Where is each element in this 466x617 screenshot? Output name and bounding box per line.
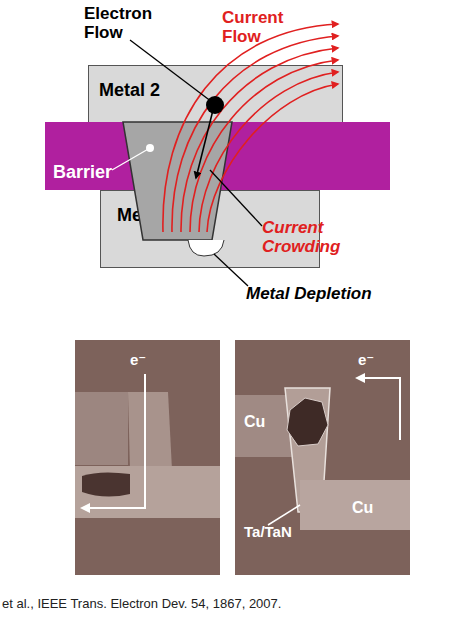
- sem-left-background: [75, 340, 220, 575]
- leader-line: [130, 40, 212, 102]
- annotation-label: e⁻: [130, 350, 160, 369]
- void-right: [287, 398, 328, 446]
- sem-right-background: [235, 340, 410, 575]
- void-left: [82, 472, 130, 496]
- lower-cu: [300, 480, 410, 530]
- node-label: Metal 2: [99, 80, 160, 100]
- annotation-label: Current Flow: [222, 8, 302, 46]
- citation-caption: et al., IEEE Trans. Electron Dev. 54, 18…: [2, 596, 281, 611]
- metal-void: [188, 240, 224, 256]
- leader-dot: [146, 144, 154, 152]
- current-arrows: [163, 24, 338, 232]
- electron-dot: [206, 96, 224, 114]
- electron-arrow: [196, 106, 214, 178]
- current-arrow: [172, 36, 338, 232]
- leader-line: [210, 170, 262, 226]
- annotation-label: Current Crowding: [262, 218, 362, 256]
- current-arrow: [199, 72, 338, 232]
- annotation-label: Metal Depletion: [246, 284, 416, 303]
- annotation-label: Cu: [352, 498, 392, 517]
- annotation-label: Ta/TaN: [244, 522, 314, 541]
- current-arrow: [163, 24, 338, 232]
- leader-line: [268, 505, 300, 525]
- leader-line: [214, 254, 248, 286]
- current-arrow: [190, 60, 338, 232]
- annotation-label: e⁻: [358, 350, 388, 369]
- electron-path-left: [82, 374, 145, 508]
- annotation-label: Cu: [244, 412, 284, 431]
- via-left: [128, 392, 172, 470]
- leader-line: [112, 148, 150, 170]
- upper-metal: [75, 392, 128, 465]
- current-arrow: [181, 48, 338, 232]
- node-label: Barrier: [53, 162, 112, 182]
- current-arrow: [207, 84, 338, 232]
- lower-metal: [75, 466, 220, 518]
- electron-path-right: [357, 378, 400, 440]
- annotation-label: Electron Flow: [84, 4, 166, 42]
